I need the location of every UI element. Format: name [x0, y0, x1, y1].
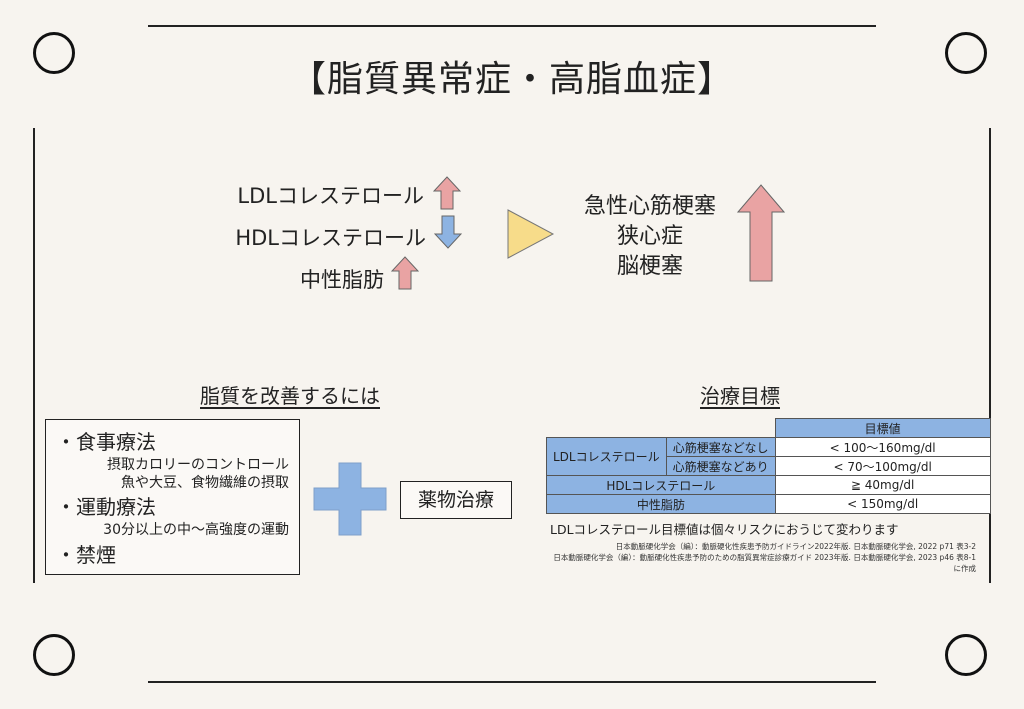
risk-item: 狭心症 [616, 224, 683, 249]
improve-heading: 脂質を改善するには [200, 384, 380, 408]
corner-ring-bottom-right [945, 634, 987, 676]
reference-line: 日本動脈硬化学会（編）：動脈硬化性疾患予防のための脂質異常症診療ガイド 2023… [553, 553, 976, 562]
corner-ring-top-left [33, 32, 75, 74]
table-row: HDLコレステロール ≧ 40mg/dl [546, 475, 991, 495]
ldl-up-arrow-shape [433, 176, 461, 210]
diet-therapy-heading: ・食事療法 [56, 430, 156, 454]
hdl-down-arrow-shape [434, 215, 462, 249]
hdl-row-label: HDLコレステロール [546, 475, 776, 495]
target-note: LDLコレステロール目標値は個々リスクにおうじて変わります [550, 522, 899, 537]
reference-line: 日本動脈硬化学会（編）：動脈硬化性疾患予防ガイドライン2022年版. 日本動脈硬… [615, 542, 976, 551]
table-row: LDLコレステロール 心筋梗塞などなし < 100～160mg/dl [546, 437, 991, 476]
lipid-label-ldl: LDLコレステロール [237, 184, 424, 208]
target-table: 目標値 LDLコレステロール 心筋梗塞などなし < 100～160mg/dl 心… [546, 418, 991, 514]
diet-therapy-detail: 魚や大豆、食物繊維の摂取 [121, 475, 289, 491]
bottom-border-line [148, 681, 876, 683]
tg-target-value: < 150mg/dl [774, 494, 991, 514]
corner-ring-top-right [945, 32, 987, 74]
play-triangle-icon [507, 209, 555, 259]
table-blank-cell [666, 419, 775, 438]
tg-row-label: 中性脂肪 [546, 494, 776, 514]
targets-heading: 治療目標 [700, 384, 780, 408]
right-border-line [989, 128, 991, 583]
risk-item: 急性心筋梗塞 [583, 194, 716, 219]
table-row: 目標値 [547, 418, 991, 438]
table-row: 中性脂肪 < 150mg/dl [546, 494, 991, 514]
exercise-therapy-detail: 30分以上の中～高強度の運動 [103, 522, 289, 538]
reference-line: に作成 [953, 564, 977, 573]
no-smoking-heading: ・禁煙 [56, 543, 116, 567]
corner-ring-bottom-left [33, 634, 75, 676]
risk-list: 急性心筋梗塞 狭心症 脳梗塞 [560, 192, 740, 282]
lipid-label-hdl: HDLコレステロール [235, 226, 426, 250]
ldl-target-value: < 70～100mg/dl [774, 456, 991, 476]
plus-icon [313, 462, 387, 536]
lipid-label-tg: 中性脂肪 [300, 268, 384, 292]
table-blank-cell [547, 419, 667, 438]
tg-up-arrow-shape [391, 256, 419, 290]
ldl-condition: 心筋梗塞などあり [665, 456, 776, 476]
plus-shape [313, 462, 387, 536]
top-border-line [148, 25, 876, 27]
up-arrow-icon [433, 176, 461, 210]
big-up-arrow-shape [737, 184, 785, 282]
exercise-therapy-heading: ・運動療法 [56, 495, 156, 519]
down-arrow-icon [434, 215, 462, 249]
left-border-line [33, 128, 35, 583]
lifestyle-box: ・食事療法 摂取カロリーのコントロール 魚や大豆、食物繊維の摂取 ・運動療法 3… [45, 419, 300, 575]
reference-list: 日本動脈硬化学会（編）：動脈硬化性疾患予防ガイドライン2022年版. 日本動脈硬… [553, 541, 976, 574]
up-arrow-icon [391, 256, 419, 290]
big-up-arrow-icon [737, 184, 785, 282]
drug-therapy-box: 薬物治療 [400, 481, 512, 519]
page-title: 【脂質異常症・高脂血症】 [289, 59, 734, 100]
ldl-row-label: LDLコレステロール [546, 437, 667, 476]
target-column-header: 目標値 [774, 418, 991, 438]
risk-item: 脳梗塞 [616, 254, 683, 279]
diet-therapy-detail: 摂取カロリーのコントロール [107, 457, 289, 473]
hdl-target-value: ≧ 40mg/dl [774, 475, 991, 495]
triangle-shape [507, 209, 555, 259]
ldl-target-value: < 100～160mg/dl [774, 437, 991, 457]
ldl-condition: 心筋梗塞などなし [665, 437, 776, 457]
